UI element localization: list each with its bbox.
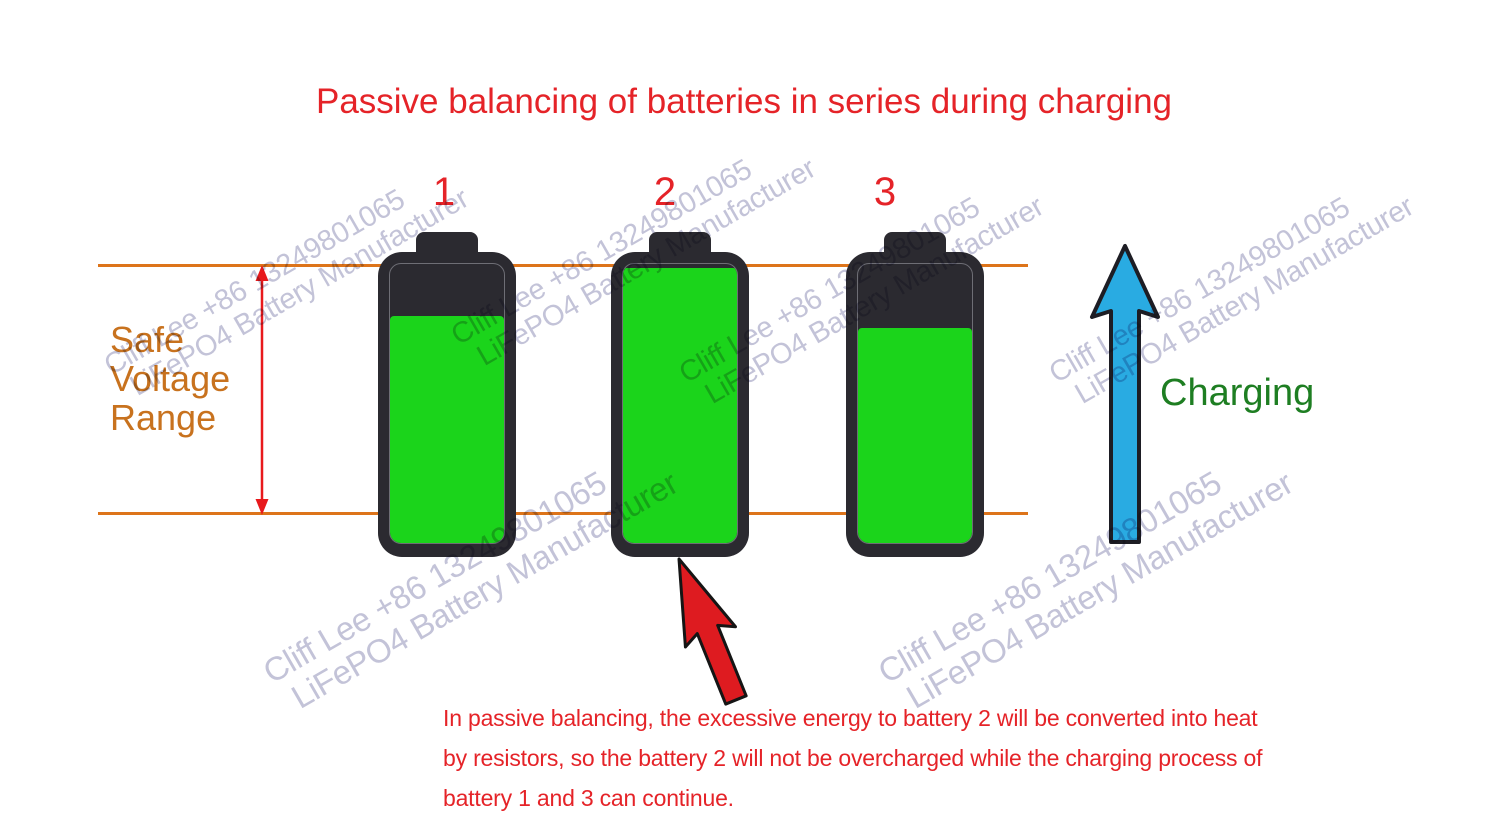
battery-3 [846, 232, 984, 557]
safe-range-extent-arrow [255, 265, 269, 515]
safe-label-line: Voltage [110, 358, 231, 399]
caption: In passive balancing, the excessive ener… [443, 698, 1263, 818]
caption-line: In passive balancing, the excessive ener… [443, 705, 1258, 731]
safe-voltage-range-label: Safe Voltage Range [110, 320, 230, 437]
safe-range-upper-line [98, 264, 1028, 267]
battery-cell-window [389, 263, 505, 544]
caption-line: battery 1 and 3 can continue. [443, 785, 734, 811]
battery-1 [378, 232, 516, 557]
battery-3-charge-level [858, 328, 972, 543]
battery-2-label: 2 [653, 170, 677, 214]
battery-1-label: 1 [432, 170, 456, 214]
battery-1-charge-level [390, 315, 504, 543]
battery2-pointer-arrow [677, 557, 748, 706]
charging-label: Charging [1160, 372, 1315, 414]
safe-label-line: Safe [110, 319, 185, 360]
battery-2-charge-level [623, 268, 737, 543]
battery-3-label: 3 [873, 170, 897, 214]
diagram-title: Passive balancing of batteries in series… [315, 82, 1173, 121]
battery-cell-window [622, 263, 738, 544]
battery-2 [611, 232, 749, 557]
safe-label-line: Range [110, 397, 217, 438]
safe-range-lower-line [98, 512, 1028, 515]
battery-cell-window [857, 263, 973, 544]
caption-line: by resistors, so the battery 2 will not … [443, 745, 1263, 771]
charging-direction-arrow [1090, 244, 1160, 544]
